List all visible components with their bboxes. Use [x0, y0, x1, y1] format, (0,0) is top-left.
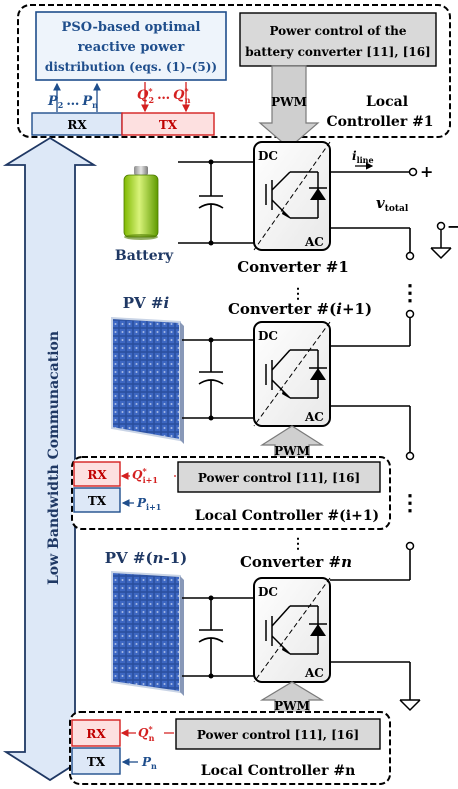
solar-panel-icon [111, 316, 184, 444]
pwm-label-1: PWM [271, 95, 307, 109]
rx-box-n [71, 719, 121, 747]
converter-n-dc: DC [258, 585, 278, 599]
converter-n-label: Converter #n [240, 553, 352, 571]
pso-text-line1: PSO-based optimal [62, 20, 201, 35]
tx-box-1 [121, 112, 215, 136]
pv-n1-label: PV #(n-1) [105, 549, 187, 567]
converter-i1-ac: AC [304, 410, 324, 424]
local-controller-i1-label: Local Controller #(i+1) [195, 508, 379, 524]
plus-terminal: + [420, 162, 433, 181]
power-control-label-n: Power control [11], [16] [197, 728, 359, 742]
p-label-n: Pn [141, 755, 157, 771]
battery-power-control-box [239, 12, 437, 67]
pwm-arrow-i1 [259, 425, 325, 459]
local-controller-1: PSO-based optimal reactive power distrib… [17, 4, 451, 149]
q-labels-1: Q*2…Q*n [137, 86, 191, 105]
pwm-label-i1: PWM [274, 444, 310, 458]
converter-n-ac: AC [304, 666, 324, 680]
power-control-box-i1 [177, 461, 381, 493]
pso-box [35, 11, 227, 81]
communication-bus: Low Bandwidth Communacation [2, 136, 98, 782]
local-controller-1-label-line1: Local [366, 94, 408, 110]
ground-icon [430, 229, 452, 260]
local-controller-i1: RX TX Power control [11], [16] Q*i+1 Pi+… [71, 456, 391, 530]
v-total-label: vtotal [376, 194, 409, 214]
series-ellipsis-1: ⋮ [399, 280, 421, 306]
local-controller-n: RX TX Power control [11], [16] Q*n Pn Lo… [69, 711, 391, 785]
converter-i1-label: Converter #(i+1) [228, 300, 372, 318]
pwm-arrow-n [259, 681, 325, 714]
converter-ellipsis-1: ⋮ [291, 286, 305, 302]
p-label-i1: Pi+1 [136, 496, 161, 512]
tx-label-i1: TX [88, 494, 107, 508]
q-label-n: Q*n [138, 724, 155, 743]
minus-terminal: − [447, 217, 458, 236]
pv-i-label: PV #i [123, 294, 170, 312]
local-controller-n-label: Local Controller #n [201, 763, 356, 779]
converter-i1-dc: DC [258, 329, 278, 343]
capacitor-icon [182, 597, 254, 677]
pwm-label-n: PWM [274, 699, 310, 713]
i-line-label: iline [352, 149, 374, 165]
power-control-line1: Power control of the [269, 24, 406, 38]
capacitor-icon [178, 161, 254, 244]
converter-n: DC AC [253, 577, 331, 683]
pso-text-line3: distribution (eqs. (1)–(5)) [45, 60, 217, 74]
converter-1: DC AC [253, 141, 331, 251]
ground-icon [399, 699, 421, 712]
q-label-i1: Q*i+1 [132, 466, 158, 485]
rx-box-i1 [73, 461, 121, 487]
rx-label-1: RX [67, 118, 87, 132]
rx-label-i1: RX [87, 468, 107, 482]
tx-box-n [71, 747, 121, 775]
tx-label-1: TX [159, 118, 178, 132]
pwm-arrow-1 [258, 65, 320, 149]
capacitor-icon [182, 339, 254, 419]
igbt-switch-icon [265, 349, 319, 399]
solar-panel-icon [111, 570, 184, 696]
local-controller-1-label-line2: Controller #1 [326, 114, 433, 130]
converter-1-dc: DC [258, 149, 278, 163]
p-labels-1: P2…Pn [47, 94, 98, 110]
communication-bus-label: Low Bandwidth Communacation [46, 331, 62, 585]
power-control-label-i1: Power control [11], [16] [198, 471, 360, 485]
converter-ellipsis-2: ⋮ [291, 536, 305, 552]
tx-box-i1 [73, 487, 121, 513]
igbt-switch-icon [265, 605, 319, 655]
converter-i1: DC AC [253, 321, 331, 427]
converter-1-ac: AC [304, 235, 324, 249]
converter-1-label: Converter #1 [237, 258, 349, 276]
power-control-line2: battery converter [11], [16] [245, 45, 430, 59]
series-ellipsis-2: ⋮ [399, 490, 421, 516]
rx-label-n: RX [86, 727, 106, 741]
tx-label-n: TX [87, 755, 106, 769]
power-control-box-n [175, 718, 381, 750]
battery-label: Battery [115, 248, 174, 264]
battery-icon [123, 166, 159, 240]
pso-text-line2: reactive power [78, 40, 185, 55]
